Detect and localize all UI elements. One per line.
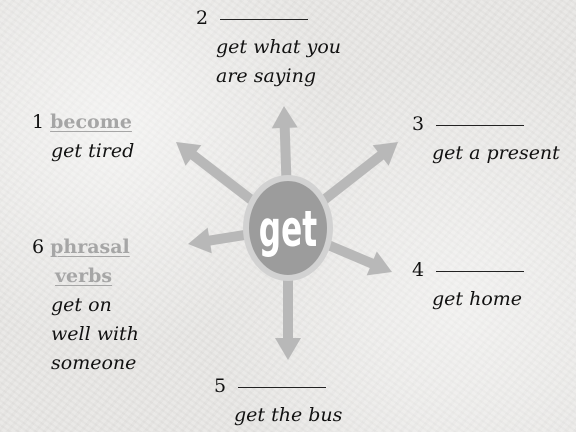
item-3-phrase-line-1: get a present xyxy=(432,142,560,164)
item-1-number: 1 xyxy=(32,111,45,133)
arrow-to-item-5-head xyxy=(275,338,301,360)
arrow-to-item-6-head xyxy=(188,227,212,254)
item-3-answer-blank[interactable] xyxy=(436,124,525,126)
arrow-to-item-2-head xyxy=(271,106,298,129)
item-4: 4 get home xyxy=(412,256,525,314)
item-5-number: 5 xyxy=(214,375,227,397)
arrow-to-item-1-head xyxy=(176,142,202,166)
item-3: 3 get a present xyxy=(412,110,560,168)
item-2-phrase-line-2: are saying xyxy=(216,65,316,87)
arrow-to-item-3-head xyxy=(372,142,398,166)
item-2: 2 get what you are saying xyxy=(196,4,341,91)
item-5-phrase-line-1: get the bus xyxy=(234,404,343,426)
item-4-answer-blank[interactable] xyxy=(436,270,525,272)
item-4-phrase-line-1: get home xyxy=(432,288,523,310)
item-5: 5 get the bus xyxy=(214,372,342,430)
get-hub xyxy=(243,175,333,281)
item-2-phrase-line-1: get what you xyxy=(216,36,341,58)
arrow-to-item-4-head xyxy=(366,251,392,276)
item-1-phrase-line-1: get tired xyxy=(51,140,135,162)
item-6-phrase-line-1: get on xyxy=(51,294,112,316)
item-2-number: 2 xyxy=(196,7,209,29)
item-6-answer-line-1: phrasal xyxy=(50,236,130,258)
item-5-answer-blank[interactable] xyxy=(238,386,327,388)
item-6-answer-line-2: verbs xyxy=(55,265,113,287)
item-6-number: 6 xyxy=(32,236,45,258)
item-6-phrase-line-2: well with xyxy=(51,323,139,345)
item-1-answer: become xyxy=(50,111,132,133)
item-6-phrase-line-3: someone xyxy=(51,352,137,374)
get-hub-label: get xyxy=(259,199,317,258)
item-4-number: 4 xyxy=(412,259,425,281)
item-2-answer-blank[interactable] xyxy=(220,18,309,20)
item-3-number: 3 xyxy=(412,113,425,135)
